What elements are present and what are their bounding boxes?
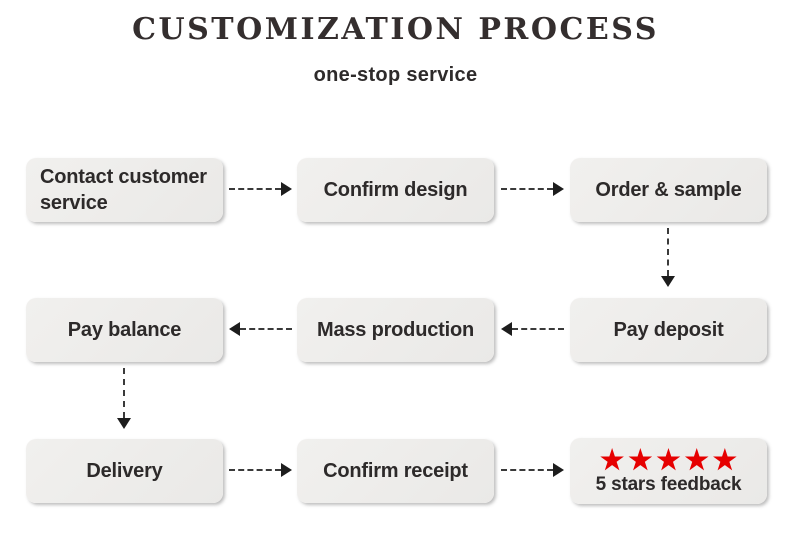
step-label: Confirm design <box>323 179 468 201</box>
step-label: Order & sample <box>595 179 742 201</box>
step-label: Contact customer service <box>40 166 207 214</box>
arrowhead-right-icon <box>553 463 564 477</box>
arrow-confirm-design-to-order-sample-icon <box>501 182 564 196</box>
five-stars-icon: ★★★★★ <box>599 444 742 475</box>
arrowhead-down-icon <box>117 418 131 429</box>
arrow-contact-to-confirm-design-icon <box>229 182 292 196</box>
arrow-mass-production-to-pay-balance-icon <box>229 322 292 336</box>
arrow-confirm-receipt-to-feedback-icon <box>501 463 564 477</box>
arrowhead-right-icon <box>553 182 564 196</box>
step-confirm-design: Confirm design <box>297 158 494 222</box>
step-pay-deposit: Pay deposit <box>570 298 767 362</box>
step-label: Pay deposit <box>613 319 724 341</box>
page-title: CUSTOMIZATION PROCESS <box>132 12 659 47</box>
arrow-delivery-to-confirm-receipt-icon <box>229 463 292 477</box>
arrowhead-left-icon <box>229 322 240 336</box>
arrowhead-right-icon <box>281 463 292 477</box>
step-pay-balance: Pay balance <box>26 298 223 362</box>
arrow-pay-deposit-to-mass-production-icon <box>501 322 564 336</box>
step-five-stars-feedback: ★★★★★ 5 stars feedback <box>570 438 767 504</box>
step-delivery: Delivery <box>26 439 223 503</box>
page-subtitle: one-stop service <box>313 64 478 86</box>
step-contact-customer-service: Contact customer service <box>26 158 223 222</box>
arrow-pay-balance-to-delivery-icon <box>117 368 131 429</box>
arrowhead-right-icon <box>281 182 292 196</box>
step-label: Mass production <box>316 319 474 341</box>
arrowhead-down-icon <box>661 276 675 287</box>
step-order-sample: Order & sample <box>570 158 767 222</box>
step-label: Confirm receipt <box>323 460 468 482</box>
step-mass-production: Mass production <box>297 298 494 362</box>
step-label: Pay balance <box>67 319 182 341</box>
arrowhead-left-icon <box>501 322 512 336</box>
step-label: 5 stars feedback <box>595 473 742 495</box>
step-confirm-receipt: Confirm receipt <box>297 439 494 503</box>
arrow-order-sample-to-pay-deposit-icon <box>661 228 675 287</box>
step-label: Delivery <box>86 460 163 482</box>
